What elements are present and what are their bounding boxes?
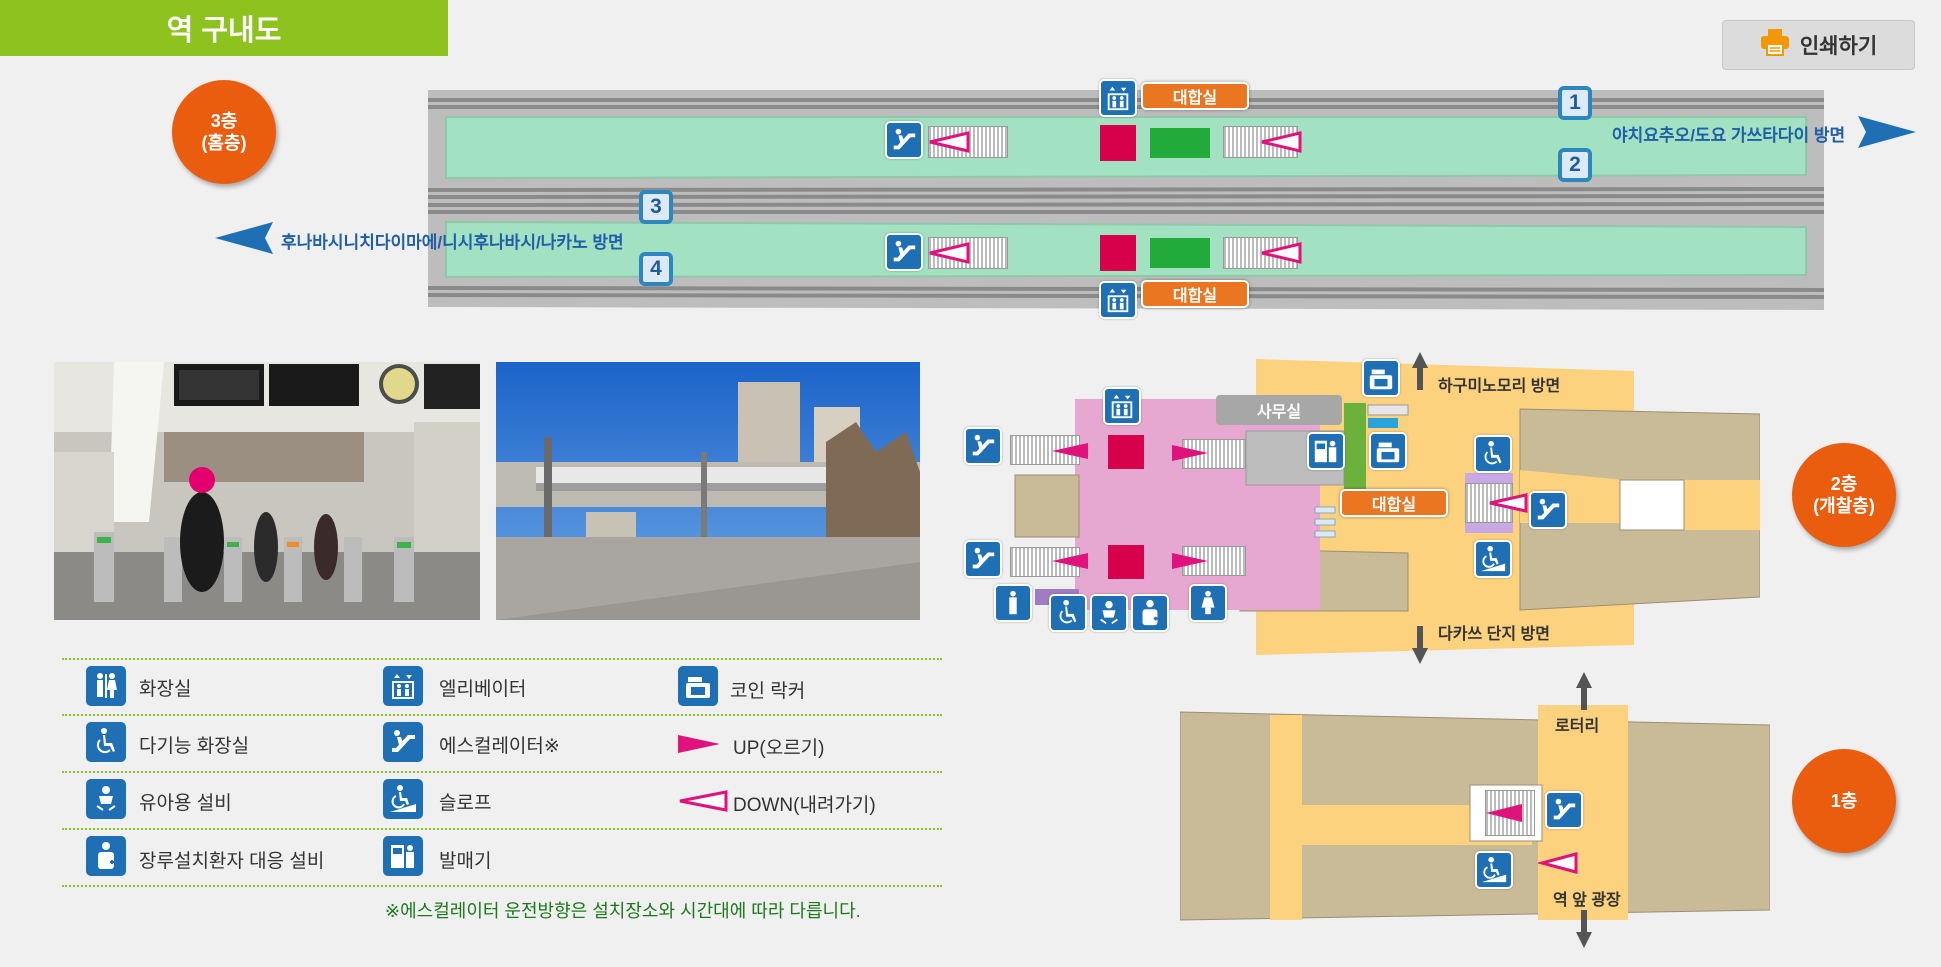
ticket-machine-icon (383, 836, 423, 876)
waiting-room-label: 대합실 (1141, 280, 1249, 308)
arrow-north-icon (1576, 672, 1592, 710)
arrow-down-icon (679, 790, 728, 812)
arrow-down-icon (1538, 852, 1578, 874)
legend-label-ticket-machine: 발매기 (439, 851, 492, 872)
ticket-machine-icon[interactable] (1307, 432, 1345, 470)
platform-number-1: 1 (1558, 86, 1592, 120)
plaza-label: 역 앞 광장 (1553, 892, 1621, 909)
wheelchair-icon (86, 722, 126, 762)
legend-label-escalator: 에스컬레이터※ (439, 736, 560, 757)
legend-divider (62, 714, 942, 716)
ground-map-1f (1180, 700, 1770, 925)
legend-label-down: DOWN(내려가기) (733, 795, 876, 816)
escalator-icon[interactable] (885, 121, 923, 159)
office-label: 사무실 (1216, 395, 1342, 425)
arrow-up-icon (1172, 553, 1208, 569)
arrow-down-icon (929, 131, 970, 153)
slope-icon[interactable] (1474, 540, 1512, 578)
baby-icon[interactable] (1090, 594, 1128, 632)
legend-label-baby: 유아용 설비 (139, 793, 232, 814)
direction-east-label: 야치요추오/도요 가쓰타다이 방면 (1612, 126, 1846, 145)
legend-label-toilet: 화장실 (139, 679, 192, 700)
platform-facility-block (1150, 238, 1210, 268)
waiting-room-label: 대합실 (1141, 82, 1249, 110)
woman-toilet-icon[interactable] (1189, 584, 1227, 622)
direction-north-label: 하구미노모리 방면 (1438, 378, 1561, 395)
stairs-block (1108, 545, 1144, 579)
legend-divider (62, 828, 942, 830)
platform-number-2: 2 (1558, 148, 1592, 182)
escalator-icon (383, 722, 423, 762)
legend-label-multi-toilet: 다기능 화장실 (139, 736, 250, 757)
elevator-icon (383, 666, 423, 706)
legend-label-coin-locker: 코인 락커 (730, 681, 806, 702)
arrow-down-icon (1261, 131, 1302, 153)
page-title-text: 역 구내도 (166, 15, 282, 47)
legend-label-elevator: 엘리베이터 (439, 679, 527, 700)
print-button-label: 인쇄하기 (1799, 35, 1878, 58)
slope-icon[interactable] (1475, 851, 1513, 889)
stairs-block (1108, 435, 1144, 469)
arrow-up-icon (678, 735, 720, 753)
arrow-up-icon (1486, 804, 1522, 822)
toilet-icon (86, 666, 126, 706)
print-button[interactable]: 인쇄하기 (1722, 20, 1915, 70)
escalator-icon[interactable] (964, 427, 1002, 465)
escalator-stairs (1182, 439, 1246, 469)
escalator-stairs (1223, 237, 1298, 269)
coin-locker-icon[interactable] (1369, 432, 1407, 470)
direction-west-label: 후나바시니치다이마에/니시후나바시/나카노 방면 (281, 233, 624, 252)
arrow-down-icon (1261, 242, 1302, 264)
station-gate-photo (54, 362, 480, 620)
legend-divider (62, 771, 942, 773)
legend-divider (62, 658, 942, 660)
slope-icon (383, 779, 423, 819)
legend-divider (62, 885, 942, 887)
escalator-icon[interactable] (964, 540, 1002, 578)
legend-label-up: UP(오르기) (733, 738, 825, 759)
legend-label-ostomy: 장루설치환자 대응 설비 (139, 851, 325, 872)
direction-south-label: 다카쓰 단지 방면 (1438, 626, 1550, 643)
stairs-block (1100, 235, 1136, 271)
waiting-room-label: 대합실 (1340, 489, 1448, 517)
escalator-icon[interactable] (885, 233, 923, 271)
wheelchair-icon[interactable] (1474, 435, 1512, 473)
arrow-down-icon (1489, 493, 1528, 513)
arrow-south-icon (1412, 626, 1428, 664)
escalator-icon[interactable] (1529, 491, 1567, 529)
printer-icon (1760, 28, 1790, 62)
arrow-left-icon (215, 222, 273, 254)
arrow-south-icon (1576, 910, 1592, 948)
arrow-up-icon (1052, 553, 1088, 569)
elevator-icon[interactable] (1103, 387, 1141, 425)
page-title: 역 구내도 (0, 0, 448, 56)
stairs-block (1100, 125, 1136, 161)
floor-badge-3f[interactable]: 3층 (홈층) (172, 80, 276, 184)
elevator-icon[interactable] (1099, 281, 1137, 319)
arrow-up-icon (1172, 445, 1208, 461)
arrow-up-icon (1052, 443, 1088, 459)
baby-icon (86, 779, 126, 819)
coin-locker-icon[interactable] (1362, 359, 1400, 397)
rotary-label: 로터리 (1555, 718, 1600, 735)
escalator-icon[interactable] (1545, 791, 1583, 829)
floor-badge-1f[interactable]: 1층 (1792, 749, 1896, 853)
escalator-note: ※에스컬레이터 운전방향은 설치장소와 시간대에 따라 다릅니다. (385, 901, 861, 921)
station-plaza-photo (496, 362, 920, 620)
ostomy-icon[interactable] (1131, 594, 1169, 632)
ostomy-icon (86, 836, 126, 876)
man-toilet-icon[interactable] (994, 584, 1032, 622)
coin-locker-icon (678, 666, 718, 706)
arrow-down-icon (929, 242, 970, 264)
platform-number-4: 4 (639, 252, 673, 286)
floor-badge-2f[interactable]: 2층 (개찰층) (1792, 443, 1896, 547)
platform-facility-block (1150, 128, 1210, 158)
platform-number-3: 3 (639, 190, 673, 224)
elevator-icon[interactable] (1099, 79, 1137, 117)
arrow-north-icon (1412, 352, 1428, 390)
arrow-right-icon (1858, 116, 1916, 148)
legend-label-slope: 슬로프 (439, 793, 492, 814)
wheelchair-icon[interactable] (1049, 594, 1087, 632)
